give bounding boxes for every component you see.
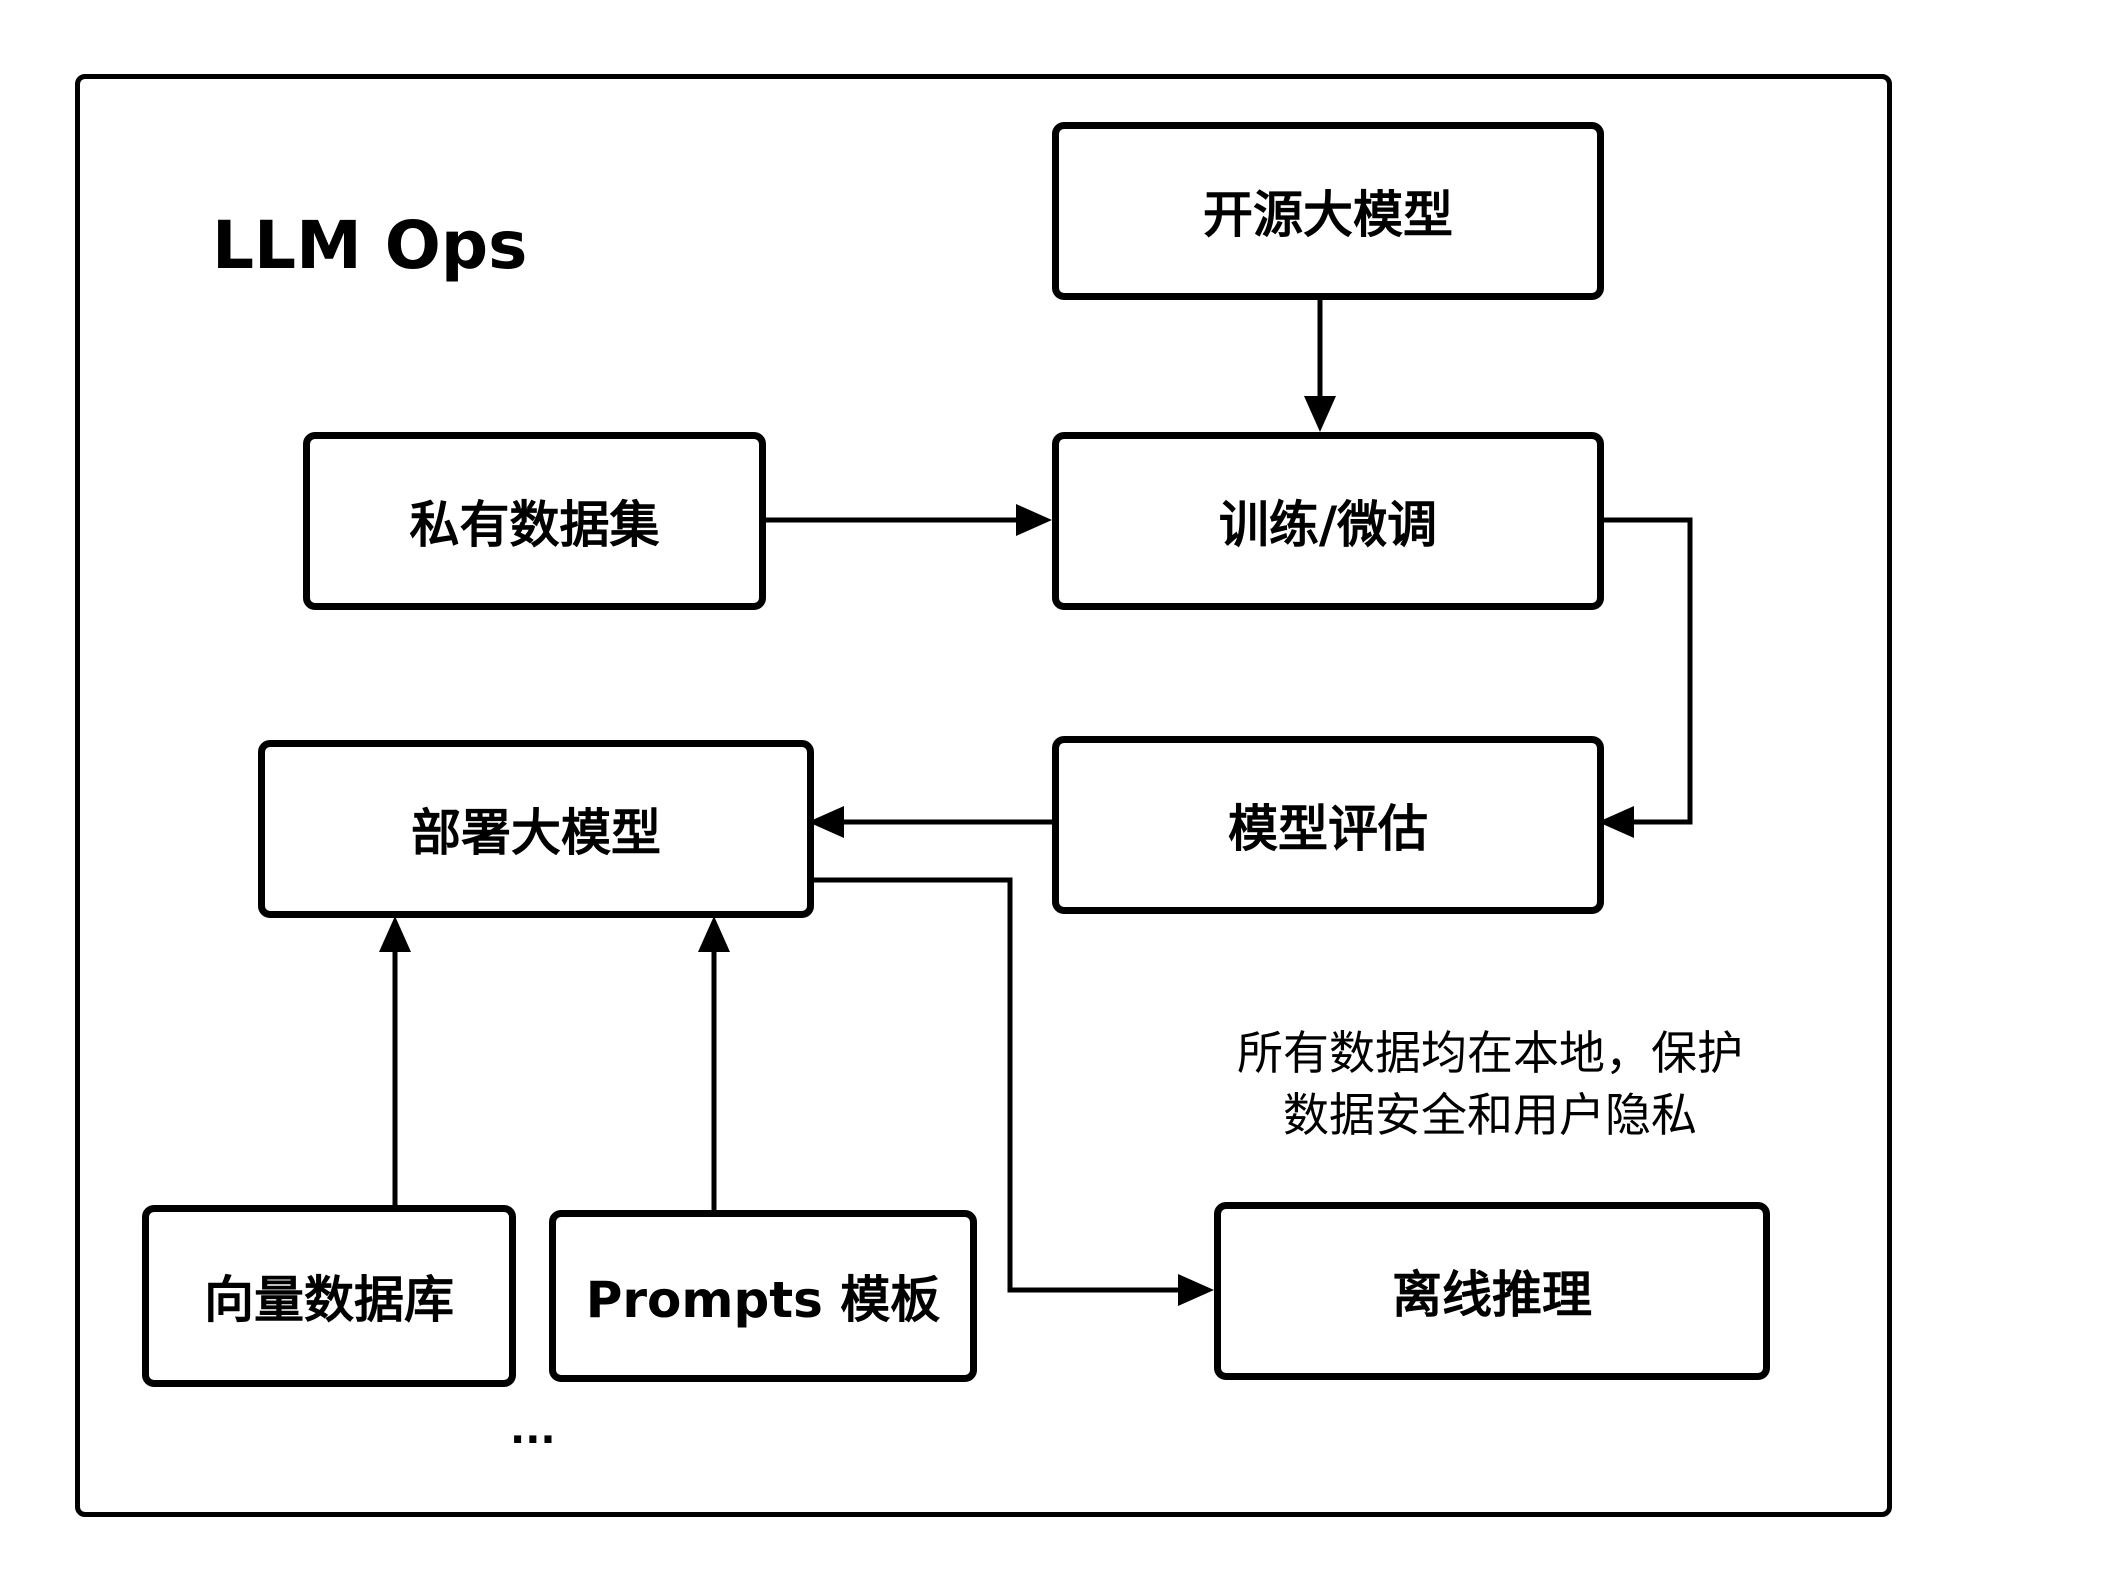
node-open-source-llm: 开源大模型 [1052,122,1604,300]
node-private-dataset: 私有数据集 [303,432,766,610]
edge-train-to-eval [1598,517,1693,825]
node-deploy-llm: 部署大模型 [258,740,814,918]
arrowhead-deploy-bottom-right [698,916,730,952]
arrowhead-deploy-right [808,806,844,838]
llm-ops-container [75,74,1892,1517]
node-offline-inference: 离线推理 [1214,1202,1770,1380]
diagram-title: LLM Ops [212,207,528,284]
arrowhead-train-top [1304,396,1336,432]
arrowhead-deploy-bottom-left [379,916,411,952]
arrowhead-train-left [1016,504,1052,536]
more-ellipsis: ... [510,1407,556,1453]
node-train-finetune: 训练/微调 [1052,432,1604,610]
edge-deploy-to-inference [808,877,1180,1293]
privacy-note-line-1: 所有数据均在本地，保护 [1237,1026,1743,1080]
node-prompts-template: Prompts 模板 [549,1210,977,1382]
node-vector-db: 向量数据库 [142,1205,516,1387]
privacy-note: 所有数据均在本地，保护 数据安全和用户隐私 [1170,1022,1810,1146]
node-model-eval: 模型评估 [1052,736,1604,914]
privacy-note-line-2: 数据安全和用户隐私 [1283,1088,1697,1142]
arrowhead-inference-left [1178,1274,1214,1306]
arrowhead-eval-right [1598,806,1634,838]
